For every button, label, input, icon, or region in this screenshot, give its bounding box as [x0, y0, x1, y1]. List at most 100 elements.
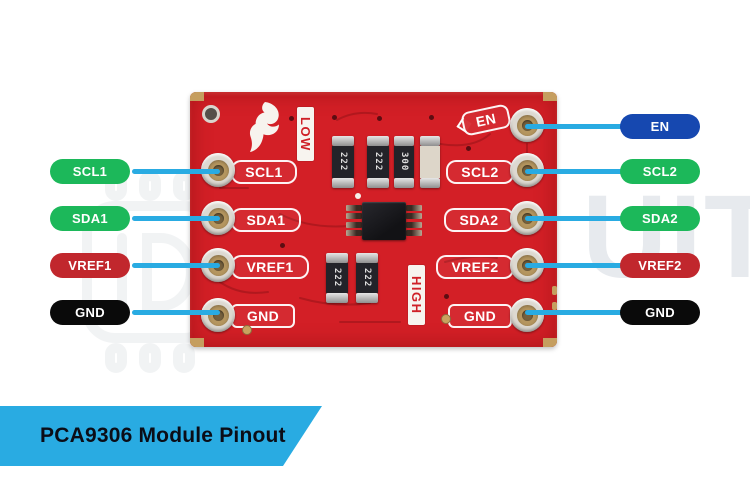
- silkscreen-sda1: SDA1: [231, 207, 301, 232]
- board-corner: [543, 338, 557, 347]
- capacitor-body: [420, 146, 440, 178]
- zone-label-high: HIGH: [408, 265, 425, 325]
- via: [280, 243, 285, 248]
- pin-label-scl2: SCL2: [620, 158, 700, 184]
- silkscreen-scl1: SCL1: [231, 159, 297, 184]
- callout-line-sda2: [525, 216, 624, 221]
- resistor-300: 300: [394, 136, 414, 188]
- callout-line-vref2: [525, 263, 624, 268]
- capacitor: [420, 136, 440, 188]
- resistor-cap: [356, 293, 378, 303]
- via: [332, 115, 337, 120]
- resistor-cap: [332, 136, 354, 146]
- ic-pin: [406, 204, 422, 211]
- pin-label-scl1: SCL1: [50, 158, 130, 184]
- sparkfun-flame-icon: [249, 102, 279, 152]
- ic-pin: [346, 213, 362, 219]
- zone-label-low-text: LOW: [298, 116, 313, 152]
- board-corner: [190, 92, 204, 101]
- silkscreen-gnd-left-text: GND: [246, 308, 280, 324]
- silkscreen-scl1-text: SCL1: [245, 163, 283, 180]
- silkscreen-scl2-text: SCL2: [461, 163, 499, 180]
- resistor-222: 222: [367, 136, 389, 188]
- capacitor-cap: [420, 136, 440, 146]
- pin-hole-gnd-left: [201, 298, 235, 332]
- via-gold: [242, 325, 252, 335]
- via: [466, 146, 471, 151]
- pin-label-sda1: SDA1: [50, 206, 130, 231]
- silkscreen-gnd-right-text: GND: [463, 308, 497, 324]
- resistor-cap: [394, 136, 414, 146]
- silkscreen-en-text: EN: [474, 110, 498, 130]
- ic-pin: [406, 221, 422, 228]
- hole-bore: [212, 309, 224, 321]
- capacitor-cap: [420, 178, 440, 188]
- pin-label-vref1: VREF1: [50, 253, 130, 278]
- callout-line-sda1: [132, 216, 220, 221]
- pin-label-vref2: VREF2: [620, 253, 700, 278]
- silkscreen-sda2: SDA2: [444, 207, 514, 232]
- via-gold: [441, 314, 451, 324]
- pin-label-scl1-text: SCL1: [72, 163, 108, 179]
- resistor-222: 222: [356, 253, 378, 303]
- callout-line-en: [525, 123, 624, 129]
- ic-pin: [346, 204, 362, 211]
- silkscreen-gnd-right: GND: [448, 304, 512, 328]
- ic-pin: [346, 221, 362, 228]
- ic-pin: [406, 230, 422, 236]
- resistor-cap: [326, 253, 348, 263]
- pin-label-en-text: EN: [650, 118, 670, 134]
- silkscreen-vref2: VREF2: [436, 254, 514, 279]
- resistor-cap: [367, 178, 389, 188]
- pin-label-sda2-text: SDA2: [642, 211, 678, 226]
- resistor-cap: [326, 293, 348, 303]
- ic-pin: [406, 213, 422, 219]
- resistor-cap: [332, 178, 354, 188]
- board-edge-copper: [552, 302, 557, 310]
- silkscreen-vref1-text: VREF1: [246, 258, 294, 275]
- resistor-marking: 222: [332, 268, 342, 288]
- callout-line-gnd-left: [132, 309, 220, 315]
- via: [202, 105, 220, 123]
- ic-pin: [346, 230, 362, 236]
- silkscreen-vref2-text: VREF2: [451, 258, 499, 275]
- zone-label-high-text: HIGH: [409, 275, 424, 315]
- pin-hole-gnd-right: [510, 298, 544, 332]
- resistor-cap: [394, 178, 414, 188]
- pin-label-sda1-text: SDA1: [72, 211, 108, 226]
- via: [289, 116, 294, 121]
- zone-label-low: LOW: [297, 107, 314, 161]
- resistor-222: 222: [326, 253, 348, 303]
- hole-ring: [516, 304, 538, 326]
- title-banner: PCA9306 Module Pinout: [0, 406, 322, 466]
- pin-label-gnd-left: GND: [50, 299, 130, 325]
- fiducial-dot: [355, 193, 361, 199]
- pin-label-vref2-text: VREF2: [638, 258, 682, 273]
- ic-chip: [362, 202, 406, 240]
- watermark-text: UIT: [582, 171, 750, 303]
- silkscreen-vref1: VREF1: [231, 254, 309, 279]
- via: [377, 116, 382, 121]
- board-edge-copper: [552, 286, 557, 295]
- resistor-cap: [356, 253, 378, 263]
- pin-label-sda2: SDA2: [620, 206, 700, 231]
- silkscreen-scl2: SCL2: [446, 159, 514, 184]
- callout-line-gnd-right: [525, 309, 624, 315]
- board-corner: [543, 92, 557, 101]
- callout-line-vref1: [132, 263, 220, 268]
- callout-line-scl2: [525, 168, 624, 174]
- pin-label-vref1-text: VREF1: [68, 258, 112, 273]
- silkscreen-gnd-left: GND: [231, 304, 295, 328]
- pin-label-gnd-left-text: GND: [75, 304, 105, 320]
- board-corner: [190, 338, 204, 347]
- pin-label-en: EN: [620, 113, 700, 139]
- resistor-marking: 222: [362, 268, 372, 288]
- resistor-222: 222: [332, 136, 354, 188]
- pin-label-gnd-right: GND: [620, 299, 700, 325]
- pin-label-gnd-right-text: GND: [645, 304, 675, 320]
- resistor-marking: 300: [399, 152, 409, 172]
- silkscreen-sda2-text: SDA2: [459, 211, 499, 228]
- silkscreen-sda1-text: SDA1: [246, 211, 286, 228]
- pin-label-scl2-text: SCL2: [642, 163, 678, 179]
